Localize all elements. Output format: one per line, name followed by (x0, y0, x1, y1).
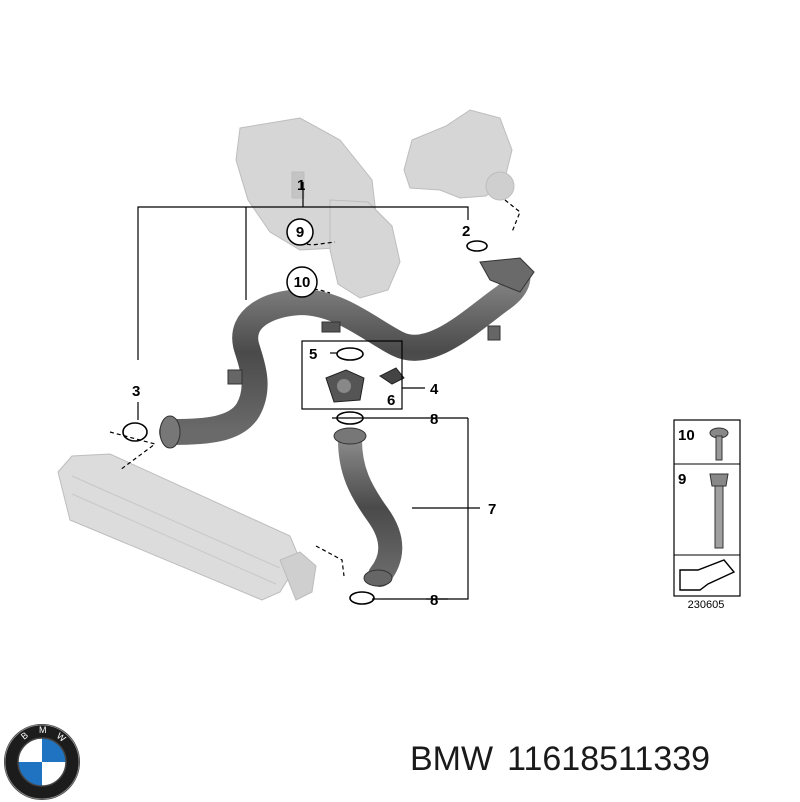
direction-arrow-icon (679, 559, 736, 591)
lower-charge-hose (333, 427, 403, 587)
o-ring-2 (466, 240, 488, 252)
leader-lines (109, 182, 521, 600)
o-ring-8-lower (349, 591, 375, 605)
turbocharger-ghost (403, 109, 515, 201)
label-6: 6 (387, 392, 395, 409)
label-3: 3 (132, 383, 140, 400)
o-ring-5 (336, 347, 364, 361)
hardware-item-10: 10 (678, 427, 695, 444)
part-number: 11618511339 (507, 740, 711, 778)
bolt-9-icon (709, 473, 729, 549)
label-10: 10 (294, 274, 311, 291)
label-8-upper: 8 (430, 411, 438, 428)
label-2: 2 (462, 223, 470, 240)
charge-air-hose (159, 257, 535, 449)
label-8-lower: 8 (430, 592, 438, 609)
reference-number: 230605 (688, 599, 725, 611)
logo-letter-m: M (39, 725, 47, 735)
intercooler-ghost (57, 453, 317, 601)
exhaust-manifold-ghost (235, 117, 401, 299)
label-7: 7 (488, 501, 496, 518)
label-5: 5 (309, 346, 317, 363)
logo-letter-b: B (19, 730, 30, 742)
callout-circle-9 (286, 218, 314, 246)
bmw-logo: B M W (4, 724, 80, 800)
label-4: 4 (430, 381, 439, 398)
label-9: 9 (296, 224, 304, 241)
bolt-10-icon (709, 427, 729, 461)
valve-part (325, 369, 365, 403)
o-rings (122, 240, 488, 605)
hardware-panel: 10 9 (673, 419, 741, 597)
callout-circle-10 (286, 266, 318, 298)
sensor-part (379, 367, 405, 385)
brand-name: BMW (410, 740, 494, 778)
label-1: 1 (297, 177, 305, 194)
part-caption: BMW 11618511339 (410, 740, 724, 779)
hardware-item-9: 9 (678, 471, 686, 488)
o-ring-3 (122, 422, 148, 442)
